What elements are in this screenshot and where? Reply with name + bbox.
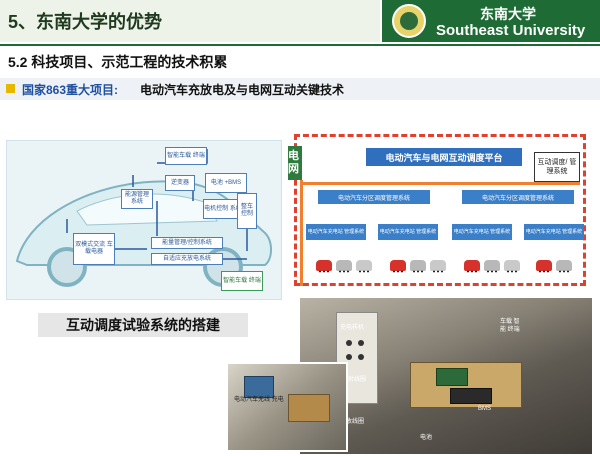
ev-car-icon [336, 260, 352, 273]
header-left-panel [0, 0, 380, 42]
scheduling-system-box: 互动调度/ 管理系统 [534, 152, 580, 182]
subtitle-prefix: 国家863重大项目: [22, 83, 119, 97]
photo-label: 充电样机 [340, 325, 365, 331]
wireless-charging-photo: 电动汽车无线 充电 [226, 362, 348, 452]
diagram-box: 双模式交流 车载电器 [73, 233, 115, 265]
knob-icon [358, 340, 364, 346]
grid-label: 电网 [288, 146, 302, 180]
ev-car-icon [556, 260, 572, 273]
lab-photo: 充电样机 车载 智能 终端 发射线圈 接收线圈 电池 BMS [300, 298, 592, 454]
scheduling-architecture-frame [294, 134, 586, 286]
logo-emblem-icon [400, 12, 418, 30]
ev-car-icon [464, 260, 480, 273]
transmitter-coil [436, 368, 468, 386]
grid-power-line [300, 182, 580, 185]
ev-car-icon [430, 260, 446, 273]
zone-scheduling-box: 电动汽车分区调度管理系统 [462, 190, 574, 204]
ev-car-icon [504, 260, 520, 273]
scheduling-platform-box: 电动汽车与电网互动调度平台 [366, 148, 522, 166]
bms-unit [450, 388, 492, 404]
ev-system-diagram: 智能车载 终端 电池 +BMS 逆变器 电机控制 系统 能源管理 系统 整车 控… [6, 140, 282, 300]
grid-power-line [300, 180, 303, 286]
photo-label: 发射线圈 [342, 377, 367, 383]
diagram-box: 能源管理 系统 [121, 189, 153, 209]
bullet-square-icon [6, 84, 15, 93]
university-name-en: Southeast University [436, 22, 586, 39]
section-title: 5.2 科技项目、示范工程的技术积累 [8, 54, 228, 70]
photo-label: 电动汽车无线 充电 [234, 397, 284, 403]
university-name-cn: 东南大学 [480, 6, 536, 22]
station-box: 电动汽车充电站 管理系统 [306, 224, 366, 240]
knob-icon [358, 354, 364, 360]
photo-label: 接收线圈 [340, 419, 365, 425]
photo-label: 车载 智能 终端 [500, 319, 520, 333]
page-title: 5、东南大学的优势 [8, 12, 163, 32]
diagram-box: 自适应充放电系统 [151, 253, 223, 265]
station-box: 电动汽车充电站 管理系统 [452, 224, 512, 240]
knob-icon [346, 340, 352, 346]
diagram-box: 逆变器 [165, 175, 195, 191]
ev-car-icon [316, 260, 332, 273]
header-divider [0, 44, 600, 46]
diagram-box: 电池 +BMS [205, 173, 247, 193]
ev-car-icon [410, 260, 426, 273]
diagram-box: 能量管理/控制系统 [151, 237, 223, 249]
zone-scheduling-box: 电动汽车分区调度管理系统 [318, 190, 430, 204]
test-system-caption: 互动调度试验系统的搭建 [38, 313, 248, 337]
ev-car-icon [536, 260, 552, 273]
subtitle-text: 电动汽车充放电及与电网互动关键技术 [140, 83, 345, 97]
station-box: 电动汽车充电站 管理系统 [378, 224, 438, 240]
photo-label: 电池 [420, 435, 433, 441]
university-logo-icon [392, 4, 426, 38]
station-box: 电动汽车充电站 管理系统 [524, 224, 584, 240]
photo-label: BMS [478, 406, 492, 412]
ev-car-icon [356, 260, 372, 273]
coil-device [288, 394, 330, 422]
diagram-box: 整车 控制 [237, 193, 257, 229]
knob-icon [346, 354, 352, 360]
ev-car-icon [390, 260, 406, 273]
circuit-board [244, 376, 274, 398]
diagram-box: 智能车载 终端 [221, 271, 263, 291]
diagram-box: 智能车载 终端 [165, 147, 207, 165]
subtitle-bar [0, 78, 600, 100]
ev-car-icon [484, 260, 500, 273]
